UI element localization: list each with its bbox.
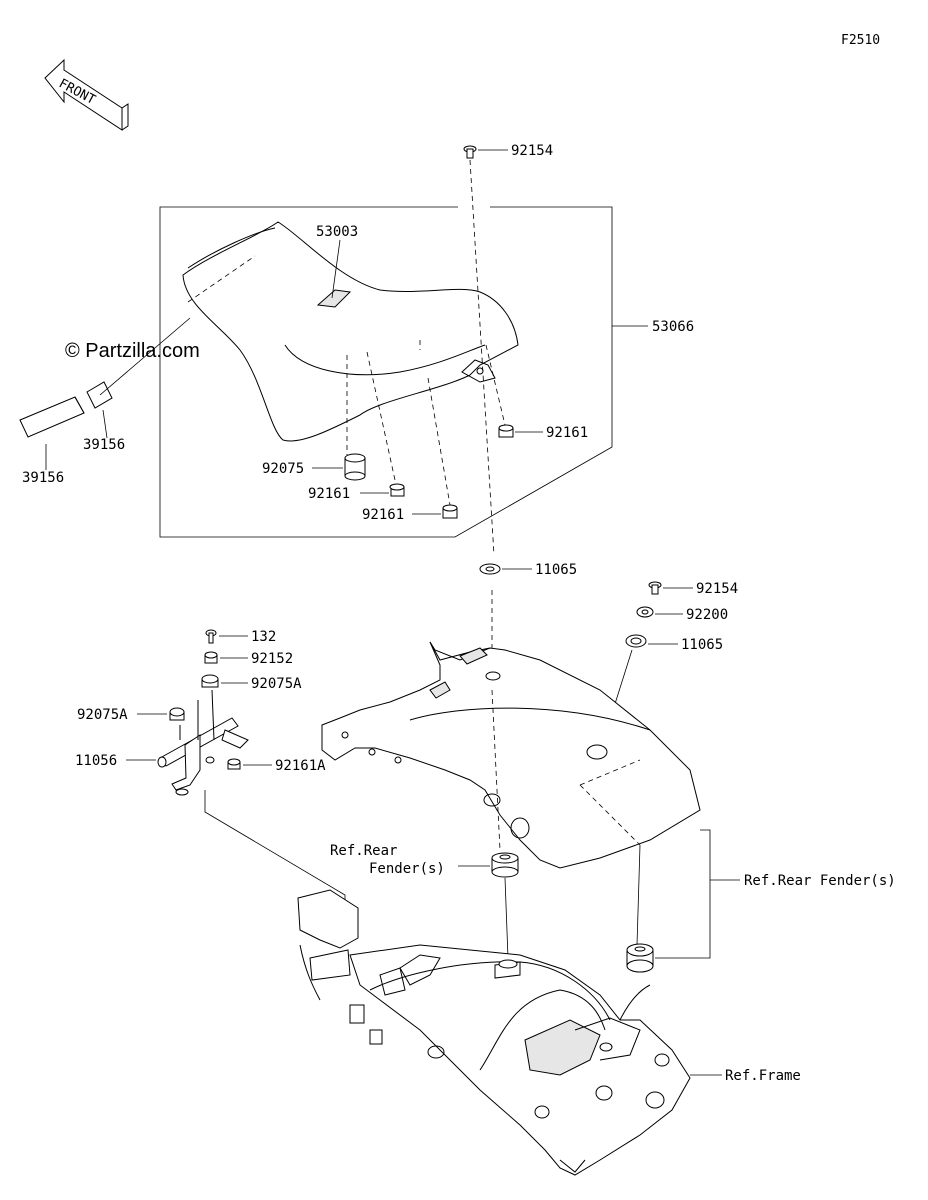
grommet-92161-mid bbox=[389, 483, 405, 497]
part-label-39156-a: 39156 bbox=[22, 470, 64, 486]
bolt-132 bbox=[205, 629, 217, 644]
part-label-11065-center: 11065 bbox=[535, 562, 577, 578]
damper-92075 bbox=[344, 453, 366, 481]
part-label-132: 132 bbox=[251, 629, 276, 645]
front-arrow-icon: FRONT bbox=[44, 58, 129, 131]
part-label-92075A-right: 92075A bbox=[251, 676, 302, 692]
strap-39156-a bbox=[19, 396, 85, 438]
ref-rear-fender-left-line1: Ref.Rear bbox=[330, 843, 397, 859]
washer-11065-right bbox=[625, 634, 647, 648]
part-label-92075: 92075 bbox=[262, 461, 304, 477]
strap-39156-b bbox=[86, 381, 113, 409]
collar-92152 bbox=[204, 651, 218, 664]
seat bbox=[182, 221, 519, 506]
damper-fender-center bbox=[491, 852, 519, 878]
part-label-92200: 92200 bbox=[686, 607, 728, 623]
part-label-11056: 11056 bbox=[75, 753, 117, 769]
part-label-53066: 53066 bbox=[652, 319, 694, 335]
bolt-92154-right bbox=[648, 581, 662, 595]
watermark: © Partzilla.com bbox=[65, 340, 200, 362]
part-label-92161-low: 92161 bbox=[362, 507, 404, 523]
part-label-92161A: 92161A bbox=[275, 758, 326, 774]
part-label-92154-top: 92154 bbox=[511, 143, 553, 159]
part-label-92161-mid: 92161 bbox=[308, 486, 350, 502]
washer-11065-center bbox=[479, 563, 501, 575]
ref-rear-fender-left-line2: Fender(s) bbox=[369, 861, 445, 877]
grommet-92161A bbox=[227, 758, 241, 770]
part-label-92075A-left: 92075A bbox=[77, 707, 128, 723]
part-label-11065-right: 11065 bbox=[681, 637, 723, 653]
damper-92075A-left bbox=[169, 707, 185, 721]
part-label-92152: 92152 bbox=[251, 651, 293, 667]
washer-92200 bbox=[636, 606, 654, 618]
part-label-39156-b: 39156 bbox=[83, 437, 125, 453]
damper-fender-right bbox=[626, 943, 654, 973]
bolt-92154-top bbox=[463, 145, 477, 159]
seat-label-sticker bbox=[316, 289, 352, 308]
grommet-92161-right bbox=[498, 424, 514, 438]
frame bbox=[297, 889, 691, 1176]
part-label-92154-right: 92154 bbox=[696, 581, 738, 597]
part-label-53003: 53003 bbox=[316, 224, 358, 240]
ref-frame: Ref.Frame bbox=[725, 1068, 801, 1084]
part-label-92161-right: 92161 bbox=[546, 425, 588, 441]
damper-92075A-right bbox=[201, 674, 219, 688]
seat-group-bracket bbox=[159, 206, 613, 538]
figure-code: F2510 bbox=[841, 33, 880, 48]
grommet-92161-low bbox=[442, 504, 458, 519]
ref-rear-fender-right: Ref.Rear Fender(s) bbox=[744, 873, 896, 889]
rear-fender bbox=[321, 641, 701, 869]
bracket-11056 bbox=[157, 689, 249, 796]
